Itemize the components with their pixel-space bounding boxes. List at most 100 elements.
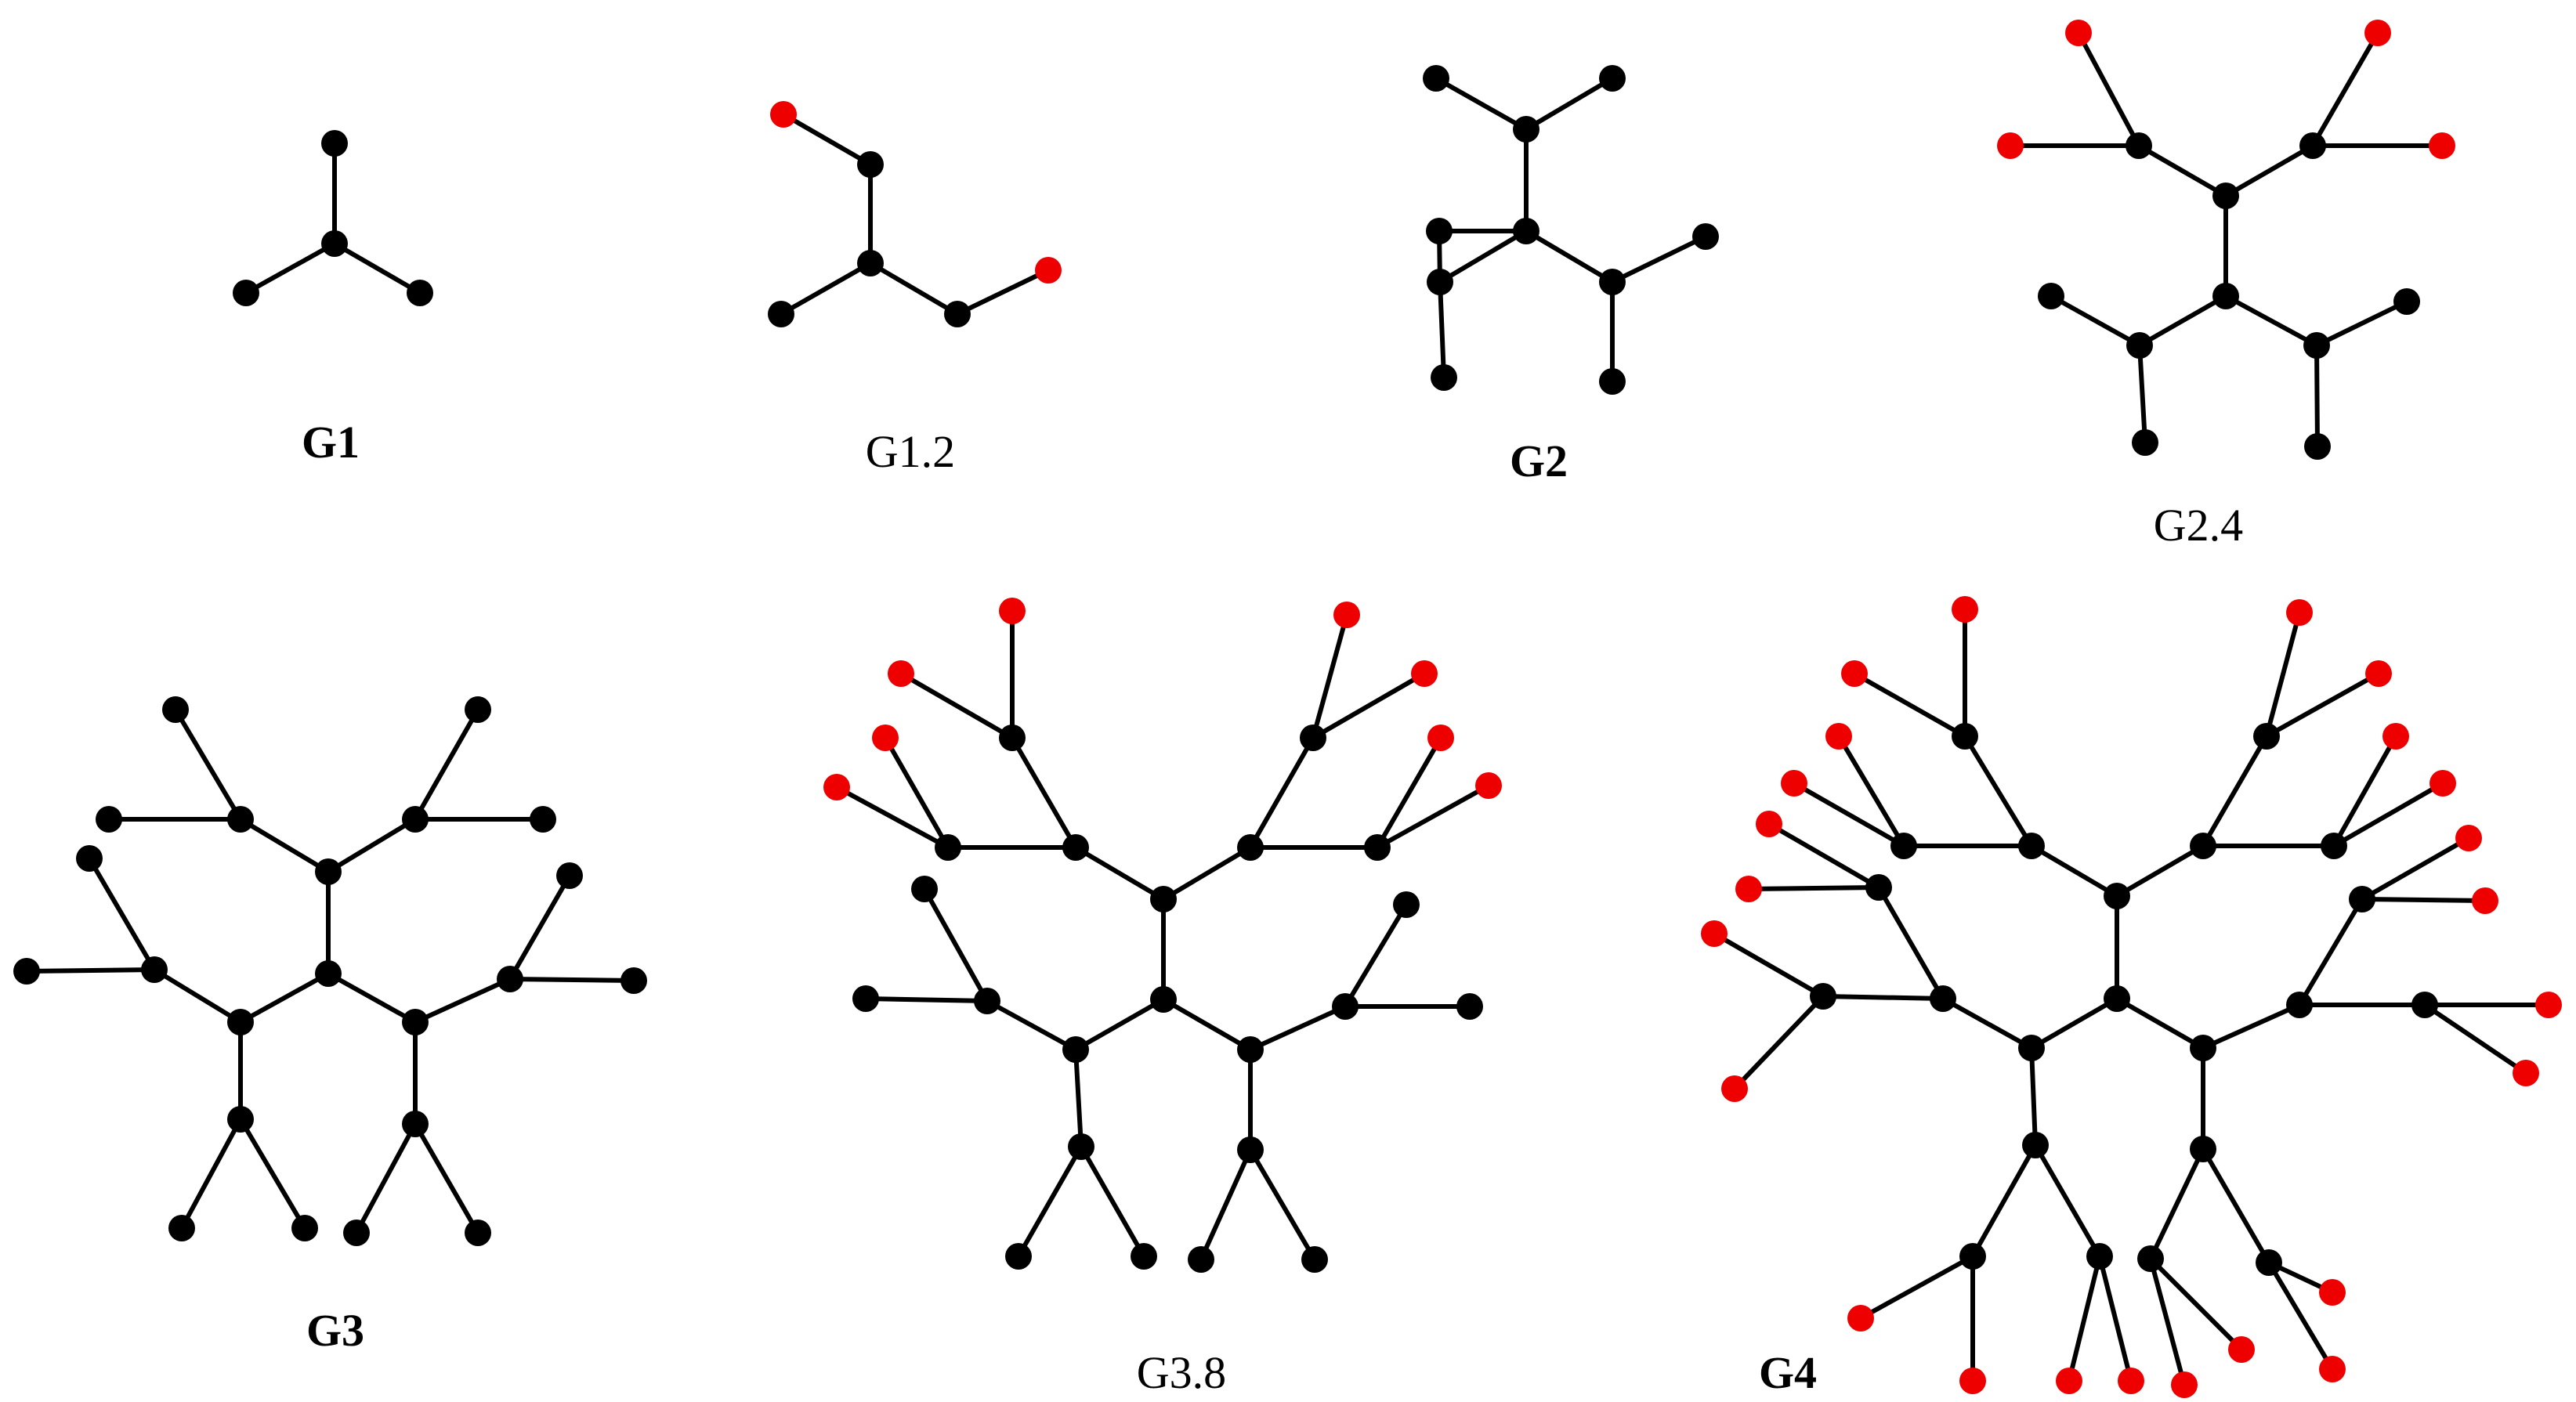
g3-edge-20 <box>413 1122 480 1235</box>
g2-4-node-13 <box>2304 433 2331 460</box>
g4-red-leaf-node-15 <box>2429 770 2456 797</box>
g4-node-18 <box>1865 874 1892 901</box>
g2-4-node-11 <box>2303 332 2330 359</box>
g4-node-13 <box>2321 833 2347 859</box>
g3-node-3 <box>162 696 189 723</box>
g2-node-4 <box>1426 218 1453 244</box>
g2-node-0 <box>1423 65 1449 92</box>
g4-edge-28 <box>2067 1254 2102 1383</box>
g3-node-11 <box>13 958 40 985</box>
g2-node-2 <box>1599 65 1626 92</box>
g4-red-leaf-node-41 <box>2171 1371 2198 1398</box>
g2-edge-6 <box>1438 280 1446 380</box>
g4-red-leaf-node-7 <box>1825 723 1852 750</box>
g4-edge-11 <box>2264 671 2381 739</box>
g4-edge-29 <box>2097 1254 2133 1383</box>
g4-node-21 <box>1810 983 1836 1010</box>
g3-8-node-29 <box>1301 1246 1328 1273</box>
g3-8-node-0 <box>1150 886 1177 912</box>
g4-red-leaf-node-12 <box>2365 660 2392 687</box>
g3-8-edge-4 <box>899 671 1015 740</box>
g3-8-node-16 <box>1062 1036 1089 1063</box>
g4-node-17 <box>1930 985 1956 1012</box>
g3-8-node-2 <box>1062 834 1089 861</box>
g3-node-0 <box>315 858 342 885</box>
g3-node-20 <box>343 1220 370 1246</box>
g4-edge-22 <box>1732 994 1825 1091</box>
g1-2-node-4 <box>944 301 971 327</box>
g4-red-leaf-node-37 <box>2535 992 2562 1018</box>
g2-4-edge-8 <box>2049 294 2142 348</box>
g2-edge-0 <box>1434 76 1529 132</box>
g3-8-edge-7 <box>834 785 950 850</box>
g3-edge-14 <box>326 971 418 1024</box>
g3-edge-10 <box>24 967 157 974</box>
g3-edge-1 <box>238 817 331 874</box>
g3-8-edge-22 <box>1161 997 1253 1052</box>
g1-2-node-1 <box>857 151 884 178</box>
g3-8-edge-24 <box>1343 902 1409 1009</box>
g4-red-leaf-node-29 <box>2056 1368 2082 1394</box>
label-g2-4: G2.4 <box>2154 500 2243 551</box>
g3-8-edge-28 <box>1248 1147 1317 1262</box>
g2-4-node-10 <box>2132 429 2158 456</box>
g4-red-leaf-node-8 <box>1781 770 1807 797</box>
g4-edge-23 <box>2029 1046 2038 1147</box>
g3-8-red-leaf-node-14 <box>1427 724 1454 751</box>
graph-g2 <box>1423 65 1719 395</box>
g4-edge-34 <box>2360 897 2487 903</box>
g3-node-2 <box>227 806 254 833</box>
g3-8-edge-19 <box>1073 1047 1084 1149</box>
g3-8-node-19 <box>852 985 879 1012</box>
g3-8-red-leaf-node-15 <box>1475 772 1502 799</box>
g3-edge-16 <box>508 873 572 981</box>
g4-edge-41 <box>2148 1256 2244 1352</box>
g3-8-node-10 <box>1300 724 1326 751</box>
graph-g2-4 <box>1997 20 2455 460</box>
g1-edge-2 <box>332 241 422 295</box>
g3-8-node-6 <box>935 834 961 861</box>
graph-g1 <box>233 130 433 306</box>
g3-8-node-20 <box>1068 1133 1094 1160</box>
g3-edge-8 <box>152 967 243 1024</box>
g3-8-edge-14 <box>1375 783 1491 850</box>
g3-8-node-28 <box>1188 1246 1214 1273</box>
g4-edge-37 <box>2422 1003 2528 1075</box>
g3-8-edge-2 <box>1010 735 1078 850</box>
g4-red-leaf-node-20 <box>1735 876 1762 902</box>
g4-edge-32 <box>2297 897 2364 1007</box>
g2-node-6 <box>1431 364 1457 391</box>
g3-edge-15 <box>413 977 512 1024</box>
g3-node-19 <box>402 1111 429 1137</box>
g4-edge-8 <box>2115 844 2205 898</box>
g4-edge-10 <box>2264 610 2302 739</box>
g4-red-leaf-node-30 <box>2118 1368 2144 1394</box>
g4-node-2 <box>2018 833 2045 859</box>
g2-4-red-leaf-node-5 <box>2364 20 2391 46</box>
g3-8-edge-10 <box>1311 612 1349 740</box>
g4-red-leaf-node-4 <box>1952 596 1978 623</box>
g4-edge-13 <box>2332 734 2398 848</box>
g3-node-9 <box>141 956 168 983</box>
label-g3-8: G3.8 <box>1137 1347 1226 1398</box>
g2-edge-7 <box>1524 229 1615 284</box>
g4-edge-15 <box>2029 996 2119 1050</box>
g3-node-13 <box>168 1215 195 1241</box>
g3-edge-19 <box>354 1122 418 1235</box>
g3-edge-9 <box>87 856 157 972</box>
g4-edge-30 <box>2115 996 2205 1050</box>
g3-node-4 <box>96 806 122 833</box>
g1-2-edge-3 <box>868 261 960 316</box>
g4-edge-25 <box>1858 1254 1975 1321</box>
g4-node-40 <box>2137 1245 2164 1272</box>
g4-node-36 <box>2411 992 2438 1018</box>
g2-edge-9 <box>1610 234 1708 284</box>
g2-4-edge-3 <box>2223 143 2315 198</box>
g3-8-edge-13 <box>1375 735 1443 850</box>
g4-edge-16 <box>1941 996 2034 1050</box>
g1-node-1 <box>321 230 348 257</box>
g3-node-8 <box>227 1009 254 1035</box>
g3-node-21 <box>465 1220 491 1246</box>
g3-8-edge-1 <box>1073 845 1166 902</box>
